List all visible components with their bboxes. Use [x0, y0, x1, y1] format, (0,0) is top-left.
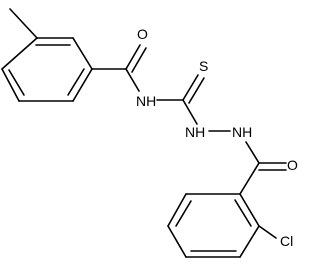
upper-carbonyl-to-nh-bond	[125, 68, 140, 92]
lower-carbonyl-to-ring-bond	[239, 162, 260, 195]
lower-ring-bond-3	[167, 225, 187, 258]
thiocarbonyl-to-hydrazine-bond	[182, 99, 198, 125]
amide-nh-label: NH	[136, 93, 156, 109]
upper-ring-inner-double-3	[8, 69, 25, 96]
thiourea-linker	[156, 74, 231, 132]
methyl-bond	[9, 8, 38, 39]
lower-ring-bond-5	[239, 225, 260, 258]
upper-carbonyl-double-bond-2	[131, 47, 147, 73]
lower-ring-bond-6	[239, 193, 260, 227]
lower-carbonyl-oxygen-label: O	[287, 157, 298, 173]
chloro-label: Cl	[280, 233, 293, 249]
hydrazine-to-carbonyl-bond	[245, 141, 260, 164]
upper-carbonyl-oxygen-label: O	[137, 26, 148, 42]
upper-ring-bond-2	[72, 37, 93, 70]
thione-sulfur-label: S	[199, 58, 208, 74]
chloro-bond	[258, 225, 277, 239]
upper-methylbenzoyl-group	[1, 8, 147, 102]
upper-carbonyl-double-bond-1	[125, 44, 141, 70]
hydrazine-nh-left-label: NH	[185, 124, 205, 140]
lower-ring-inner-double-1	[175, 200, 192, 227]
upper-ring-inner-double-2	[67, 68, 85, 96]
lower-chlorobenzoyl-group	[167, 141, 287, 258]
upper-ring-bond-3	[72, 68, 93, 102]
thiocarbonyl-double-bond-1	[182, 74, 199, 101]
thiocarbonyl-double-bond-2	[188, 77, 205, 104]
upper-ring-bond-6	[1, 37, 38, 70]
lower-ring-bond-2	[167, 193, 187, 227]
lower-ring-inner-double-3	[234, 199, 252, 227]
upper-ring-bond-5	[1, 68, 20, 102]
hydrazine-nh-right-label: NH	[232, 124, 252, 140]
